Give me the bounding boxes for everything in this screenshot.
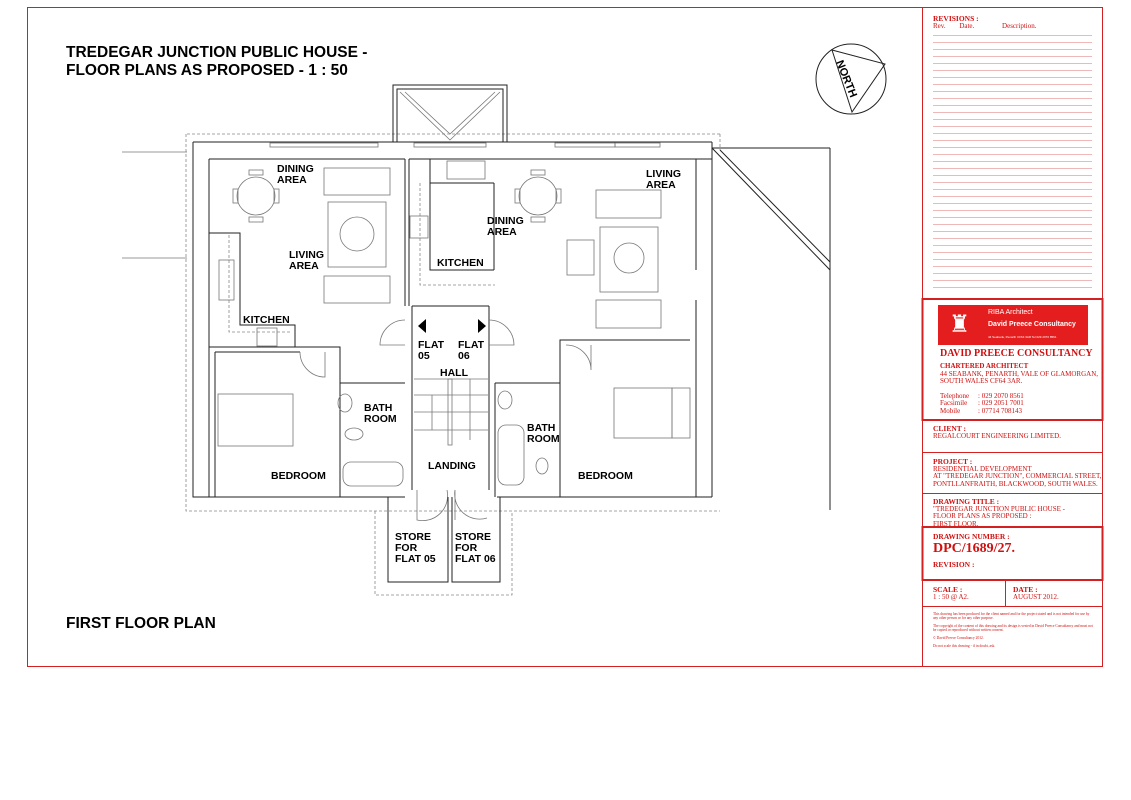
- telephone: : 029 2070 8561: [978, 391, 1024, 400]
- client-section: CLIENT : REGALCOURT ENGINEERING LIMITED.: [933, 425, 1061, 440]
- room-label-bath-right: ROOM: [527, 433, 560, 445]
- room-label-bedroom-right: BEDROOM: [578, 470, 633, 482]
- logo-figures-icon: ♜: [948, 311, 971, 338]
- room-label-dining-right: AREA: [487, 226, 517, 238]
- room-label-living-right: LIVING: [646, 168, 681, 180]
- room-label-store05: FLAT 05: [395, 553, 436, 565]
- room-label-dining-right: DINING: [487, 215, 524, 227]
- north-label: NORTH: [833, 59, 859, 100]
- date-section: DATE : AUGUST 2012.: [1013, 586, 1059, 601]
- drawing-title-line1-tb: "TREDEGAR JUNCTION PUBLIC HOUSE -: [933, 504, 1065, 513]
- room-label-store06: FOR: [455, 542, 478, 554]
- logo-box: [921, 298, 1104, 421]
- room-label-flat05: 05: [418, 350, 430, 362]
- firm-details: DAVID PREECE CONSULTANCY CHARTERED ARCHI…: [940, 348, 1098, 415]
- room-label-landing: LANDING: [428, 460, 476, 472]
- room-label-living-left: LIVING: [289, 249, 324, 261]
- facsimile: : 029 2051 7001: [978, 399, 1024, 407]
- floor-plan: DININGAREALIVINGAREAKITCHENBATHROOMBEDRO…: [122, 84, 831, 596]
- drawing-title-line2-tb: FLOOR PLANS AS PROPOSED :: [933, 512, 1032, 520]
- drawing-title-label: DRAWING TITLE :: [933, 497, 1000, 506]
- drawing-number-box: [921, 526, 1104, 581]
- room-label-bedroom-left: BEDROOM: [271, 470, 326, 482]
- logo-line1: RIBA Architect: [988, 309, 1033, 316]
- firm-name: DAVID PREECE CONSULTANCY: [940, 348, 1093, 359]
- drawing-title-section: DRAWING TITLE : "TREDEGAR JUNCTION PUBLI…: [933, 498, 1065, 528]
- note-3: © David Preece Consultancy 2012.: [933, 635, 984, 640]
- scale-label: SCALE :: [933, 585, 963, 594]
- revisions-heading: REVISIONS :: [933, 14, 979, 23]
- date-label: DATE :: [1013, 585, 1038, 594]
- drawing-number-section: DRAWING NUMBER : DPC/1689/27. REVISION :: [933, 533, 1015, 568]
- date-col: Date.: [959, 21, 975, 30]
- plan-label: FIRST FLOOR PLAN: [66, 615, 216, 632]
- telephone-label: Telephone: [940, 391, 970, 400]
- notes: This drawing has been produced for the c…: [933, 612, 1095, 648]
- room-label-bath-right: BATH: [527, 422, 555, 434]
- client-value: REGALCOURT ENGINEERING LIMITED.: [933, 431, 1061, 440]
- description-col: Description.: [1002, 21, 1037, 30]
- date-value: AUGUST 2012.: [1013, 592, 1059, 601]
- drawing-title-line2: FLOOR PLANS AS PROPOSED - 1 : 50: [66, 62, 348, 79]
- room-label-dining-left: DINING: [277, 163, 314, 175]
- project-label: PROJECT :: [933, 457, 973, 466]
- rev-col: Rev.: [933, 21, 946, 30]
- note-2: The copyright of the content of this dra…: [933, 623, 1093, 633]
- room-label-hall: HALL: [440, 367, 469, 379]
- room-label-kitchen-left: KITCHEN: [243, 314, 290, 326]
- logo-line2: David Preece Consultancy: [988, 321, 1076, 328]
- revisions-header: REVISIONS : Rev. Date. Description.: [933, 15, 1036, 30]
- project-line2: AT "TREDEGAR JUNCTION", COMMERCIAL STREE…: [933, 472, 1102, 480]
- drawing-title-line1: TREDEGAR JUNCTION PUBLIC HOUSE -: [66, 44, 367, 61]
- room-label-bath-left: BATH: [364, 402, 392, 414]
- revision-lines: [933, 35, 1092, 288]
- firm-address1: 44 SEABANK, PENARTH, VALE OF GLAMORGAN,: [940, 369, 1098, 378]
- room-label-flat05: FLAT: [418, 339, 445, 351]
- room-label-flat06: FLAT: [458, 339, 485, 351]
- north-arrow: NORTH: [815, 43, 887, 115]
- drawing-number: DPC/1689/27.: [933, 540, 1016, 556]
- room-label-store05: FOR: [395, 542, 418, 554]
- note-4: Do not scale this drawing - if in doubt,…: [933, 644, 996, 649]
- note-1: This drawing has been produced for the c…: [933, 612, 1090, 621]
- project-line3: PONTLLANFRAITH, BLACKWOOD, SOUTH WALES.: [933, 479, 1098, 488]
- room-label-flat06: 06: [458, 350, 470, 362]
- drawing-title-line3-tb: FIRST FLOOR.: [933, 519, 979, 528]
- scale-section: SCALE : 1 : 50 @ A2.: [933, 586, 969, 601]
- room-label-store06: STORE: [455, 531, 491, 543]
- logo-line3: 44 Seabank, Penarth CF64 3AR Tel 029 207…: [988, 335, 1057, 339]
- firm-address2: SOUTH WALES CF64 3AR.: [940, 377, 1023, 385]
- room-label-dining-left: AREA: [277, 174, 307, 186]
- facsimile-label: Facsimile: [940, 399, 968, 407]
- drawing-number-label: DRAWING NUMBER :: [933, 532, 1010, 541]
- room-label-living-right: AREA: [646, 179, 676, 191]
- room-label-store06: FLAT 06: [455, 553, 496, 565]
- room-label-living-left: AREA: [289, 260, 319, 272]
- room-label-kitchen-right: KITCHEN: [437, 257, 484, 269]
- project-section: PROJECT : RESIDENTIAL DEVELOPMENT AT "TR…: [933, 458, 1102, 488]
- mobile-label: Mobile: [940, 406, 961, 415]
- client-label: CLIENT :: [933, 424, 966, 433]
- project-line1: RESIDENTIAL DEVELOPMENT: [933, 464, 1032, 473]
- mobile: : 07714 708143: [978, 406, 1022, 415]
- firm-role: CHARTERED ARCHITECT: [940, 362, 1029, 370]
- revision-label: REVISION :: [933, 559, 975, 569]
- room-label-store05: STORE: [395, 531, 431, 543]
- scale-value: 1 : 50 @ A2.: [933, 592, 969, 601]
- riba-logo: ♜ RIBA Architect David Preece Consultanc…: [938, 305, 1088, 345]
- room-label-bath-left: ROOM: [364, 413, 397, 425]
